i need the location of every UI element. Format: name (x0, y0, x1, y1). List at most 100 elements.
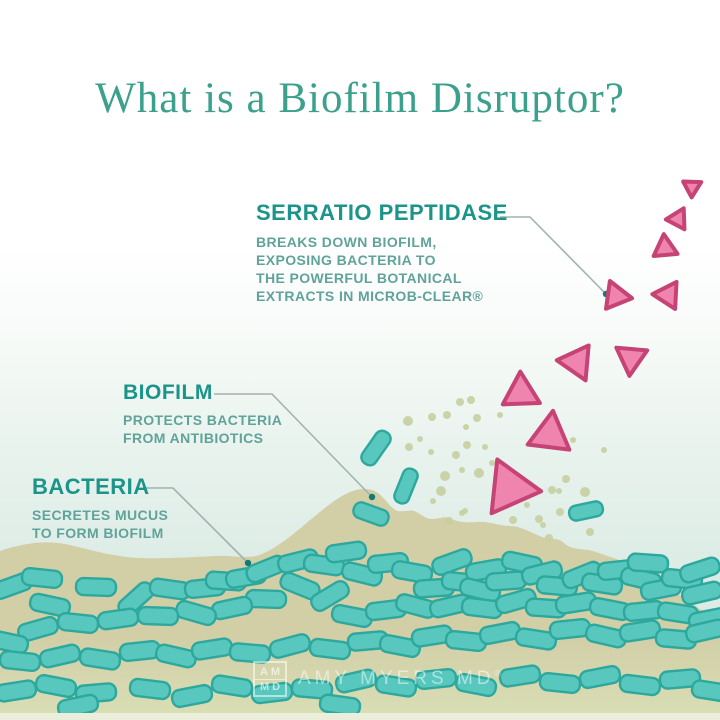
floating-bacterium (360, 429, 392, 467)
bacterium (548, 617, 592, 641)
logo-monogram-row1: AM (259, 665, 284, 678)
mucus-dot (459, 467, 465, 473)
mucus-dot (570, 437, 576, 443)
bacterium (578, 664, 622, 690)
bacterium (618, 673, 662, 697)
bacterium (175, 599, 217, 627)
mucus-dot (436, 486, 446, 496)
bacteria-label: BACTERIA SECRETES MUCUS TO FORM BIOFILM (32, 474, 168, 542)
bacterium (414, 667, 458, 691)
bacterium (390, 560, 434, 584)
bacterium (431, 548, 473, 576)
mucus-dot (509, 516, 517, 524)
bacterium (378, 633, 422, 659)
logo-wordmark-text: AMY MYERS MD (298, 668, 495, 689)
bacterium (498, 664, 542, 688)
enzyme-triangle (651, 232, 680, 258)
bacterium (128, 677, 172, 701)
bacterium (484, 570, 528, 592)
bacterium (618, 619, 662, 643)
enzyme-triangle (614, 345, 650, 378)
logo-monogram-row2: MD (255, 678, 285, 694)
bacterium (290, 678, 334, 700)
bacterium (56, 611, 100, 635)
mucus-dot (545, 534, 553, 542)
enzyme-triangle (525, 408, 572, 452)
amy-myers-md-logo: AM MD AMY MYERS MD® (253, 661, 505, 697)
bacterium (0, 649, 42, 673)
mucus-dot (467, 396, 475, 404)
serratio-peptidase-label: SERRATIO PEPTIDASE BREAKS DOWN BIOFILM, … (256, 200, 508, 305)
bacterium (118, 639, 162, 663)
mucus-dot (562, 475, 570, 483)
mucus-dot (474, 468, 484, 478)
serratio-peptidase-heading: SERRATIO PEPTIDASE (256, 200, 508, 225)
floating-bacterium (393, 467, 419, 505)
enzyme-triangle (489, 457, 544, 516)
bacterium (308, 637, 352, 661)
mucus-dot (524, 502, 530, 508)
registered-trademark-symbol: ® (494, 668, 506, 679)
enzyme-triangle (554, 343, 591, 383)
mucus-dot (459, 510, 465, 516)
bacterium (78, 647, 122, 671)
bottom-strip (0, 713, 720, 720)
floating-bacterium (352, 501, 390, 527)
page-title: What is a Biofilm Disruptor? (95, 75, 625, 122)
bacterium (324, 540, 368, 564)
bacterium (228, 642, 272, 664)
bacterium (334, 668, 378, 694)
bacterium (690, 679, 720, 703)
bacterium (626, 552, 670, 574)
bacteria-callout-dot (244, 559, 252, 567)
mucus-dot (417, 436, 423, 442)
floating-bacterium (567, 500, 605, 522)
floating-bacteria-layer (352, 429, 605, 527)
mucus-dot (403, 416, 413, 426)
mucus-dot (445, 517, 453, 525)
mucus-dot (482, 444, 488, 450)
mucus-dot (456, 398, 464, 406)
mucus-dot (443, 411, 451, 419)
mucus-dot (428, 413, 436, 421)
mucus-dot (489, 460, 495, 466)
bacteria-description: SECRETES MUCUS TO FORM BIOFILM (32, 507, 169, 541)
bacterium (374, 674, 418, 698)
bacterium (538, 671, 582, 695)
biofilm-heading: BIOFILM (123, 381, 213, 404)
logo-monogram-icon: AM MD (253, 661, 287, 697)
enzyme-triangle (681, 179, 704, 200)
enzyme-triangle (663, 206, 687, 232)
mound-bacteria-layer (0, 540, 720, 719)
bacterium (454, 672, 498, 698)
biofilm-label: BIOFILM PROTECTS BACTERIA FROM ANTIBIOTI… (123, 381, 282, 447)
bacterium (268, 633, 312, 659)
mucus-dot (405, 443, 413, 451)
biofilm-description: PROTECTS BACTERIA FROM ANTIBIOTICS (123, 412, 283, 446)
mucus-dot (463, 441, 471, 449)
bacterium (679, 556, 720, 584)
enzyme-triangle (650, 279, 679, 311)
mucus-dot (535, 515, 543, 523)
bacterium (170, 683, 214, 709)
mucus-dot (440, 471, 450, 481)
mucus-dot (452, 451, 460, 459)
enzyme-triangle (604, 279, 635, 311)
mucus-dot (548, 486, 556, 494)
bacterium (210, 674, 254, 698)
mucus-dot (556, 508, 564, 516)
mucus-dot (601, 447, 607, 453)
mucus-dot (428, 449, 434, 455)
enzyme-triangle (500, 369, 542, 407)
serratio-peptidase-description: BREAKS DOWN BIOFILM, EXPOSING BACTERIA T… (256, 234, 484, 304)
bacterium (684, 618, 720, 644)
bacterium (154, 643, 198, 669)
bacterium (680, 580, 720, 606)
mucus-dot (540, 522, 546, 528)
bacterium (20, 566, 64, 590)
bacteria-callout-line (146, 487, 248, 563)
bacterium (38, 643, 82, 669)
mucus-dot (473, 414, 481, 422)
bacterium (74, 576, 118, 598)
